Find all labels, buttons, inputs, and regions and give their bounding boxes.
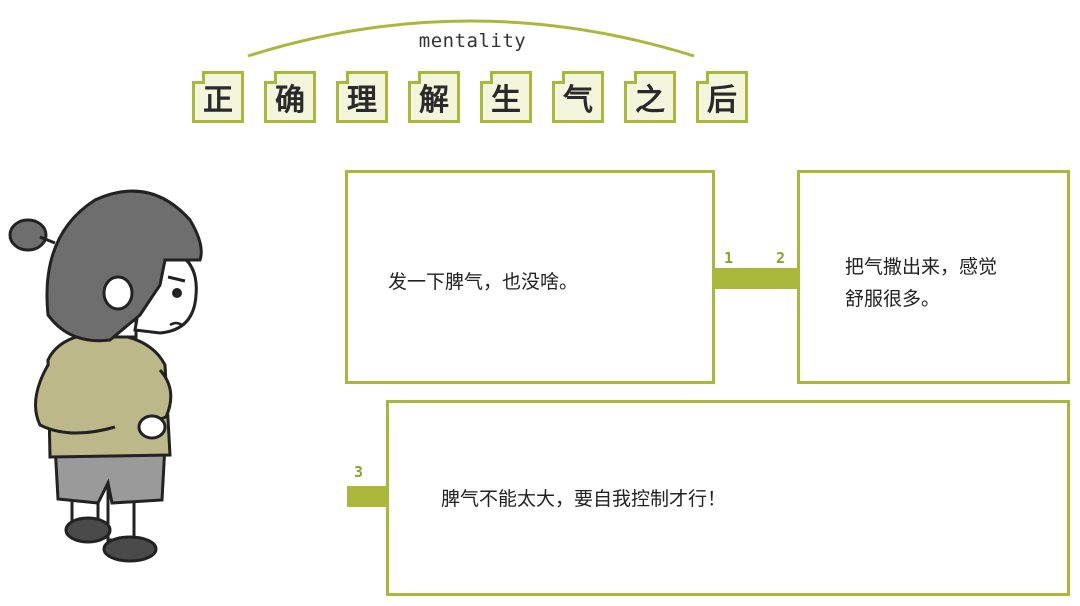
header-arc [247, 19, 695, 58]
thought-card-1: 发一下脾气，也没啥。 [345, 170, 715, 384]
thought-card-2: 把气撒出来，感觉 舒服很多。 [797, 170, 1070, 384]
connector-1-2 [715, 268, 797, 289]
card-2-text-line-1: 把气撒出来，感觉 [845, 256, 998, 278]
card-number-3: 3 [354, 463, 364, 481]
title-char-tile: 确 [264, 71, 316, 123]
title-char-tile: 理 [336, 71, 388, 123]
card-3-text: 脾气不能太大，要自我控制才行！ [441, 488, 727, 510]
title-char-tile: 解 [408, 71, 460, 123]
title-char-tile: 生 [480, 71, 532, 123]
card-number-1: 1 [724, 249, 734, 267]
thought-card-3: 脾气不能太大，要自我控制才行！ [386, 400, 1070, 596]
card-1-text: 发一下脾气，也没啥。 [388, 271, 579, 293]
card-number-2: 2 [776, 249, 786, 267]
card-2-text-line-2: 舒服很多。 [845, 288, 941, 310]
subtitle: mentality [418, 30, 527, 52]
connector-3 [347, 486, 387, 507]
title-char-tile: 气 [552, 71, 604, 123]
title-char-tile: 正 [192, 71, 244, 123]
girl-standing-back-view-icon [8, 189, 203, 563]
title-char-tile: 后 [696, 71, 748, 123]
title-char-tile: 之 [624, 71, 676, 123]
